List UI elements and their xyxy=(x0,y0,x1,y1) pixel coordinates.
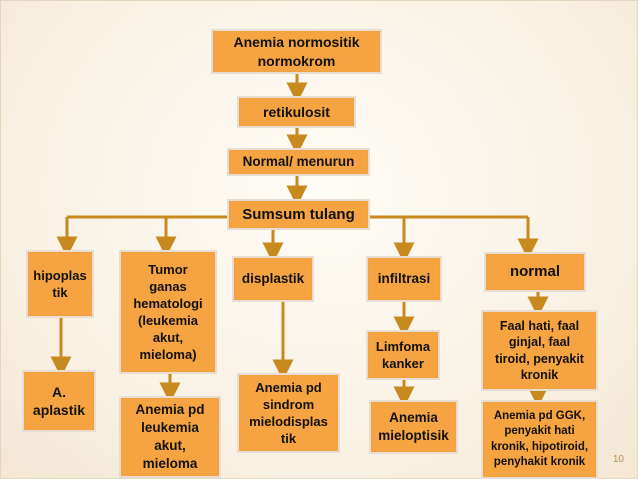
node-sumsum-tulang: Sumsum tulang xyxy=(227,199,370,230)
node-limfoma-kanker: Limfoma kanker xyxy=(366,330,440,380)
node-anemia-sindrom-mielodisplastik: Anemia pd sindrom mielodisplas tik xyxy=(237,373,340,453)
node-anemia-leukemia-mieloma: Anemia pd leukemia akut, mieloma xyxy=(119,396,221,478)
node-aplastik: A. aplastik xyxy=(22,370,96,432)
node-infiltrasi: infiltrasi xyxy=(366,256,442,302)
node-retikulosit: retikulosit xyxy=(237,96,356,128)
slide-number: 10 xyxy=(612,454,624,465)
node-displastik: displastik xyxy=(232,256,314,302)
node-normal: normal xyxy=(484,252,586,292)
node-anemia-ggk: Anemia pd GGK, penyakit hati kronik, hip… xyxy=(481,400,598,479)
node-anemia-normositik-normokrom: Anemia normositik normokrom xyxy=(211,29,382,74)
node-tumor-ganas-hematologi: Tumor ganas hematologi (leukemia akut, m… xyxy=(119,250,217,374)
node-normal-menurun: Normal/ menurun xyxy=(227,148,370,176)
node-hipoplastik: hipoplas tik xyxy=(26,250,94,318)
node-faal-hati-ginjal-tiroid: Faal hati, faal ginjal, faal tiroid, pen… xyxy=(481,310,598,391)
node-anemia-mieloptisik: Anemia mieloptisik xyxy=(369,400,458,454)
